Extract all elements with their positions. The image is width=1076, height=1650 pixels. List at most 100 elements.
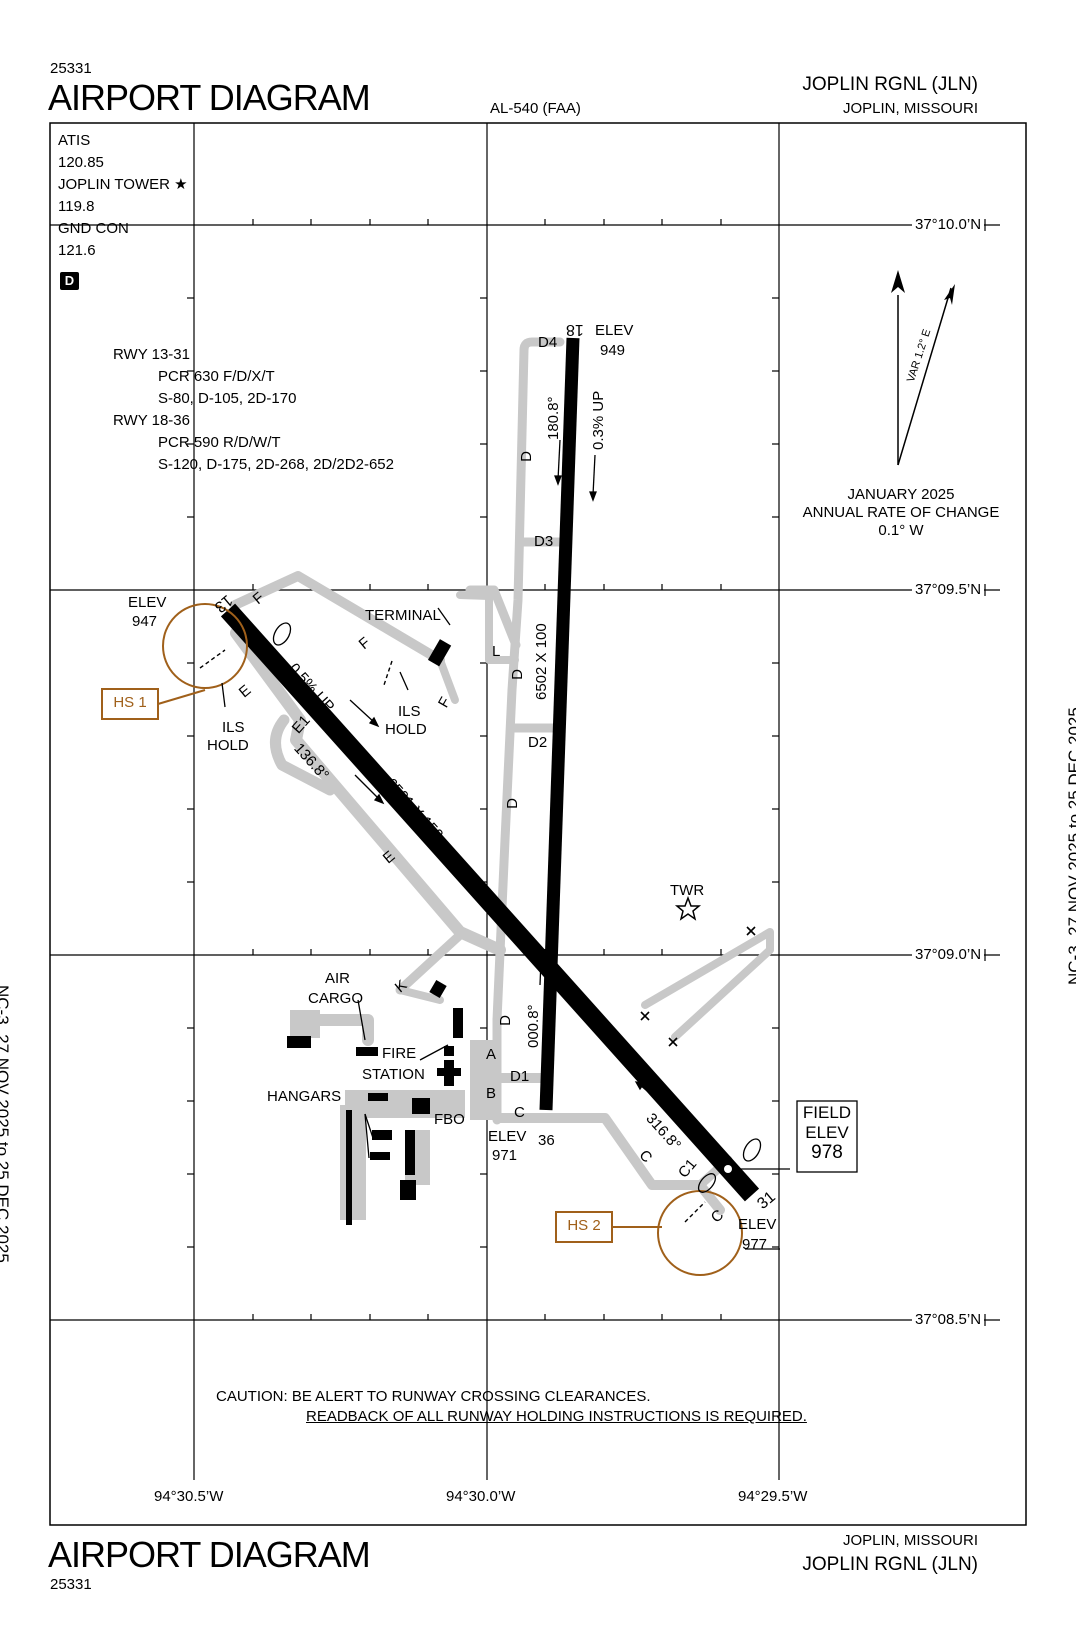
field-elevation-point	[724, 1165, 732, 1173]
cargo-building	[287, 1036, 311, 1048]
rwy1-weights: S-80, D-105, 2D-170	[158, 390, 297, 407]
taxiway-network	[230, 337, 774, 1215]
hot-spot-2-box	[555, 1211, 613, 1243]
hot-spot-2-label[interactable]: HS 2	[567, 1217, 601, 1234]
caution-line-1: CAUTION: BE ALERT TO RUNWAY CROSSING CLE…	[216, 1388, 651, 1405]
field-elev-value: 978	[811, 1142, 843, 1163]
fbo-label: FBO	[434, 1111, 465, 1128]
taxiway-d-label-1: D	[517, 451, 535, 462]
chart-id: AL-540 (FAA)	[490, 100, 581, 117]
field-elevation-text: FIELD ELEV 978	[797, 1103, 857, 1163]
runway-info-block: RWY 13-31 PCR 630 F/D/X/T S-80, D-105, 2…	[113, 344, 394, 476]
direction-arrows	[221, 439, 790, 1250]
location-top: JOPLIN, MISSOURI	[842, 100, 978, 117]
elev-18-label: ELEV	[595, 322, 634, 339]
apron-a-b	[470, 1040, 494, 1120]
ils-hold-markers	[199, 649, 706, 1223]
taxiway-l	[465, 585, 521, 650]
magnetic-north-icon	[944, 284, 955, 305]
tower-icon	[674, 895, 702, 921]
rwy2-pcr: PCR 590 R/D/W/T	[158, 434, 281, 451]
runway-end-36: 36	[538, 1132, 555, 1149]
rwy2-weights: S-120, D-175, 2D-268, 2D/2D2-652	[158, 456, 394, 473]
comms-block: ATIS 120.85 JOPLIN TOWER ★ 119.8 GND CON…	[58, 130, 188, 262]
latitude-label-1: 37°10.0’N	[912, 216, 985, 233]
cargo-apron	[290, 1010, 320, 1038]
longitude-label-1: 94°30.5’W	[154, 1488, 224, 1505]
tower-star-icon: ★	[174, 176, 188, 193]
north-arrow	[891, 270, 955, 466]
airport-name-top: JOPLIN RGNL (JLN)	[802, 74, 978, 95]
atis-frequency: 120.85	[58, 154, 104, 171]
closed-taxiway	[641, 928, 774, 1041]
true-north-icon	[891, 270, 905, 293]
fbo-building	[412, 1098, 430, 1114]
longitude-label-3: 94°29.5’W	[738, 1488, 808, 1505]
air-cargo-building	[356, 1047, 378, 1056]
taxiway-l-label: L	[492, 643, 501, 660]
hot-spot-1-label[interactable]: HS 1	[113, 694, 147, 711]
fire-station-building	[444, 1046, 454, 1056]
elev-36-label: ELEV	[488, 1128, 527, 1145]
taxiway-d-label-4: D	[496, 1015, 514, 1026]
runway-end-18: 18	[566, 321, 584, 338]
ils-hold-1-label-b: HOLD	[207, 737, 249, 754]
hot-spot-1-circle	[162, 603, 248, 689]
building-strip	[453, 1008, 463, 1038]
terminal-label: TERMINAL	[365, 607, 441, 624]
magnetic-rate: 0.1° W	[878, 522, 924, 539]
ils-hold-2-label-b: HOLD	[385, 721, 427, 738]
tower-label: JOPLIN TOWER	[58, 176, 170, 193]
runway-18-36-slope: 0.3% UP	[590, 390, 607, 450]
taxiway-d-label-2: D	[508, 669, 526, 680]
taxiway-d1-label: D1	[510, 1068, 530, 1085]
hangar-row	[346, 1110, 352, 1225]
longitude-label-2: 94°30.0’W	[446, 1488, 516, 1505]
terminal-building	[427, 639, 452, 667]
field-elevation-box	[796, 1100, 858, 1173]
building-k	[429, 979, 447, 999]
rwy1-designation: RWY 13-31	[113, 346, 190, 363]
fire-station-label-2: STATION	[362, 1066, 425, 1083]
elev-13-value: 947	[132, 613, 158, 630]
tower-frequency: 119.8	[58, 198, 95, 215]
taxiway-c-label-1: C	[514, 1104, 525, 1121]
elev-13-label: ELEV	[128, 594, 167, 611]
chart-title-bottom: AIRPORT DIAGRAM	[48, 1534, 371, 1575]
caution-line-2: READBACK OF ALL RUNWAY HOLDING INSTRUCTI…	[306, 1408, 807, 1425]
windcone-icons	[272, 622, 762, 1193]
rwy1-pcr: PCR 630 F/D/X/T	[158, 368, 275, 385]
taxiway-a-label: A	[486, 1046, 497, 1063]
runway-18-heading: 180.8°	[545, 396, 562, 440]
runway-36-heading: 000.8°	[525, 1004, 542, 1048]
elev-18-value: 949	[600, 342, 626, 359]
elev-31-value: 977	[742, 1236, 768, 1253]
longitude-grid	[193, 123, 780, 1480]
field-elev-label-2: ELEV	[805, 1123, 849, 1142]
taxiway-d-label-3: D	[503, 798, 521, 809]
ground-label: GND CON	[58, 220, 129, 237]
runway-18-36-dimensions: 6502 X 100	[533, 623, 550, 700]
rwy2-designation: RWY 18-36	[113, 412, 190, 429]
procedure-number-bottom: 25331	[50, 1576, 92, 1593]
taxiway-b-label: B	[486, 1085, 497, 1102]
taxiway-d2-label: D2	[528, 734, 548, 751]
atis-label: ATIS	[58, 132, 91, 149]
latitude-label-2: 37°09.5’N	[912, 581, 985, 598]
magnetic-north-line	[897, 287, 952, 466]
runway-13-31	[220, 603, 760, 1202]
taxiway-f	[230, 571, 445, 665]
hangars-label: HANGARS	[267, 1088, 342, 1105]
aprons	[290, 1010, 494, 1220]
latitude-label-4: 37°08.5’N	[912, 1311, 985, 1328]
field-elev-label-1: FIELD	[802, 1103, 852, 1122]
taxiway-e	[230, 627, 506, 956]
airspace-class-badge: D	[60, 272, 79, 290]
ils-hold-1-label-a: ILS	[222, 719, 245, 736]
elev-36-value: 971	[492, 1147, 518, 1164]
taxiway-k	[395, 930, 465, 995]
procedure-number-top: 25331	[50, 60, 92, 77]
ground-frequency: 121.6	[58, 242, 96, 259]
air-cargo-label-2: CARGO	[308, 990, 364, 1007]
